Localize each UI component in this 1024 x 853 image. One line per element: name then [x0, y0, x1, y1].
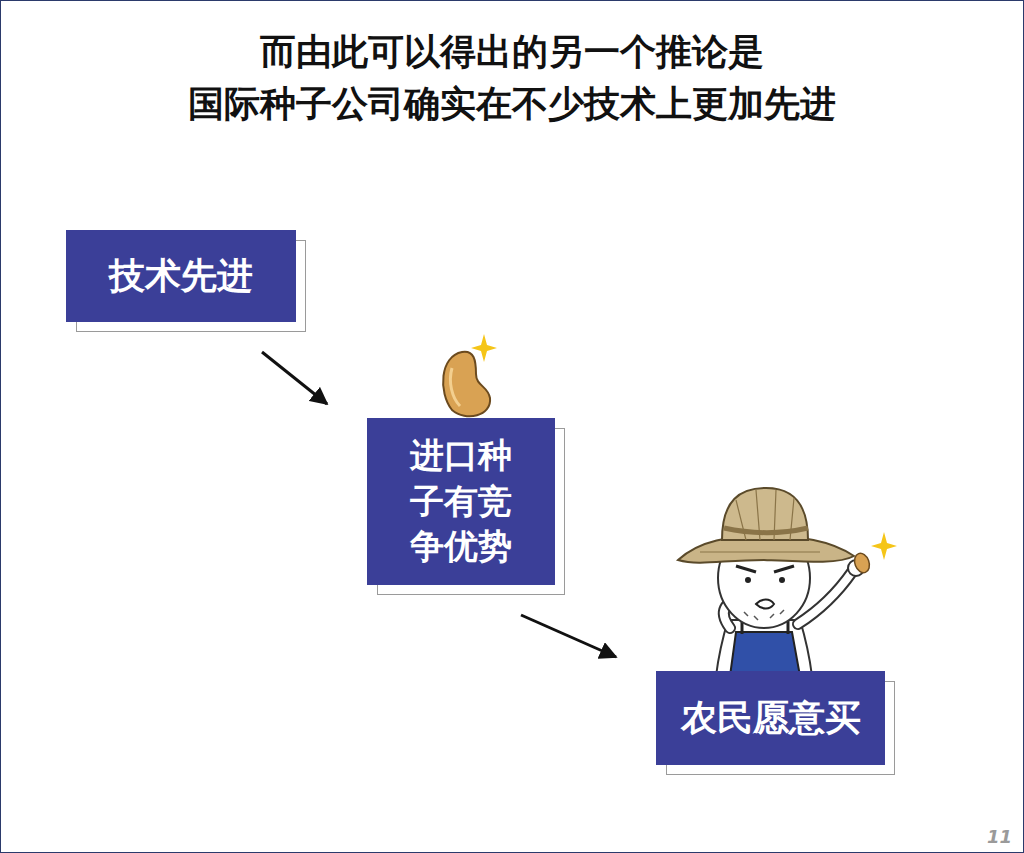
process-box: 技术先进	[66, 230, 296, 322]
page-number: 11	[987, 826, 1012, 847]
process-box: 农民愿意买	[656, 671, 885, 765]
arrow-connector	[521, 615, 616, 657]
sparkle	[871, 532, 897, 560]
box-label: 进口种子有竞争优势	[405, 433, 517, 571]
sparkle	[471, 334, 497, 362]
slide-title: 而由此可以得出的另一个推论是 国际种子公司确实在不少技术上更加先进	[62, 26, 962, 130]
box-label: 农民愿意买	[681, 694, 861, 743]
process-box: 进口种子有竞争优势	[367, 418, 555, 585]
arrow-connector	[262, 352, 327, 404]
box-label: 技术先进	[109, 252, 253, 301]
farmer-figure	[678, 488, 872, 676]
bean-icon	[443, 352, 490, 416]
